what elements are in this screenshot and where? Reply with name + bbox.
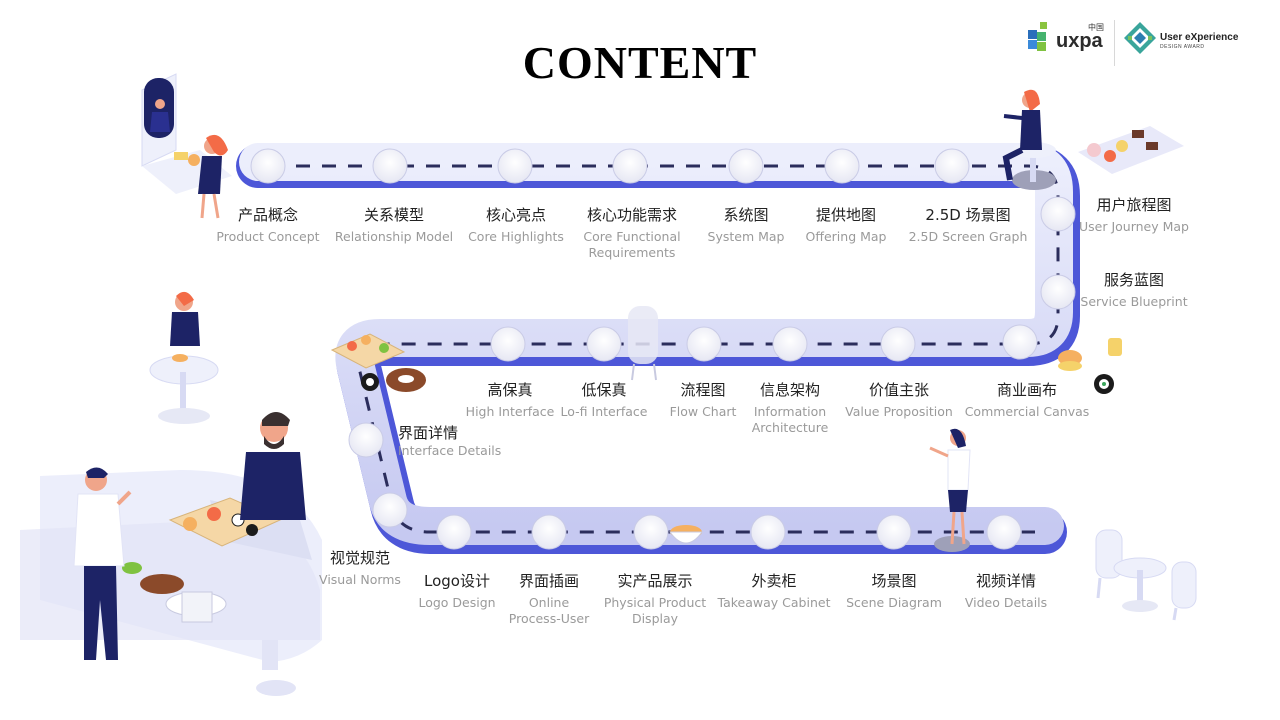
- standing-woman-illustration: [929, 428, 971, 552]
- seated-woman-illustration: [1002, 89, 1056, 190]
- track-node: [686, 326, 722, 362]
- uxpa-logo: uxpa 中国: [1026, 18, 1106, 58]
- step-online-process-user: 界面插画 Online Process-User: [508, 572, 590, 626]
- step-lofi-interface: 低保真 Lo-fi Interface: [560, 381, 648, 419]
- step-offering-map: 提供地图 Offering Map: [805, 206, 887, 244]
- uxpa-logo-text: uxpa: [1056, 30, 1103, 52]
- step-information-architecture: 信息架构 Information Architecture: [751, 381, 829, 435]
- track-nodes: [250, 148, 1076, 550]
- track-node: [1002, 324, 1038, 360]
- step-relationship-model: 关系模型 Relationship Model: [334, 206, 454, 244]
- uxpa-cube-icon: [1028, 22, 1047, 51]
- glass-cabinet-illustration: [628, 306, 658, 381]
- track-node: [348, 422, 384, 458]
- track-node: [250, 148, 286, 184]
- step-core-highlights: 核心亮点 Core Highlights: [468, 206, 564, 244]
- track-node: [497, 148, 533, 184]
- track-node: [372, 148, 408, 184]
- donut-illustration: [386, 368, 426, 392]
- track-node: [1040, 196, 1076, 232]
- track-node: [612, 148, 648, 184]
- award-logo-line2: DESIGN AWARD: [1160, 44, 1205, 50]
- track-node: [490, 326, 526, 362]
- track-node: [986, 514, 1022, 550]
- page-title: CONTENT: [522, 37, 758, 88]
- track-node: [372, 492, 408, 528]
- track-node: [531, 514, 567, 550]
- track-node: [934, 148, 970, 184]
- step-high-interface: 高保真 High Interface: [465, 381, 555, 419]
- step-service-blueprint: 服务蓝图 Service Blueprint: [1080, 271, 1188, 309]
- cafe-table-person-illustration: [149, 291, 219, 424]
- step-physical-product-display: 实产品展示 Physical Product Display: [603, 572, 707, 626]
- logo-divider: [1114, 20, 1115, 66]
- track-node: [880, 326, 916, 362]
- step-logo-design: Logo设计 Logo Design: [418, 572, 496, 610]
- step-visual-norms: 视觉规范 Visual Norms: [319, 549, 401, 587]
- waitress-illustration: [188, 134, 228, 219]
- track-node: [772, 326, 808, 362]
- uxpa-logo-cn: 中国: [1088, 23, 1104, 32]
- step-video-details: 视频详情 Video Details: [964, 572, 1048, 610]
- track-node: [1040, 274, 1076, 310]
- customer-standing-illustration: [73, 467, 132, 660]
- track-node: [824, 148, 860, 184]
- step-flow-chart: 流程图 Flow Chart: [669, 381, 737, 419]
- table-chairs-illustration: [1095, 529, 1197, 621]
- track-node: [633, 514, 669, 550]
- step-value-proposition: 价值主张 Value Proposition: [845, 381, 953, 419]
- ux-design-award-logo: User eXperience DESIGN AWARD: [1122, 20, 1242, 62]
- award-logo-line1: User eXperience: [1160, 32, 1239, 43]
- step-core-functional-requirements: 核心功能需求 Core Functional Requirements: [583, 206, 681, 260]
- track-node: [728, 148, 764, 184]
- step-takeaway-cabinet: 外卖柜 Takeaway Cabinet: [717, 572, 831, 610]
- step-commercial-canvas: 商业画布 Commercial Canvas: [964, 381, 1090, 419]
- track-node: [436, 514, 472, 550]
- step-scene-diagram: 场景图 Scene Diagram: [846, 572, 942, 610]
- track-node: [876, 514, 912, 550]
- step-system-map: 系统图 System Map: [707, 206, 785, 244]
- track-node: [750, 514, 786, 550]
- step-2-5d-screen-graph: 2.5D 场景图 2.5D Screen Graph: [908, 206, 1028, 244]
- step-user-journey-map: 用户旅程图 User Journey Map: [1078, 196, 1190, 234]
- award-diamond-icon: [1124, 22, 1156, 54]
- food-items-right-illustration: [1058, 338, 1122, 394]
- track-node: [586, 326, 622, 362]
- step-product-concept: 产品概念 Product Concept: [216, 206, 320, 244]
- chef-illustration: [240, 412, 306, 520]
- rice-bowl-illustration: [669, 525, 703, 544]
- sushi-tray-illustration: [330, 333, 406, 391]
- step-interface-details: 界面详情 Interface Details: [398, 424, 502, 458]
- dessert-tray-illustration: [1078, 126, 1184, 174]
